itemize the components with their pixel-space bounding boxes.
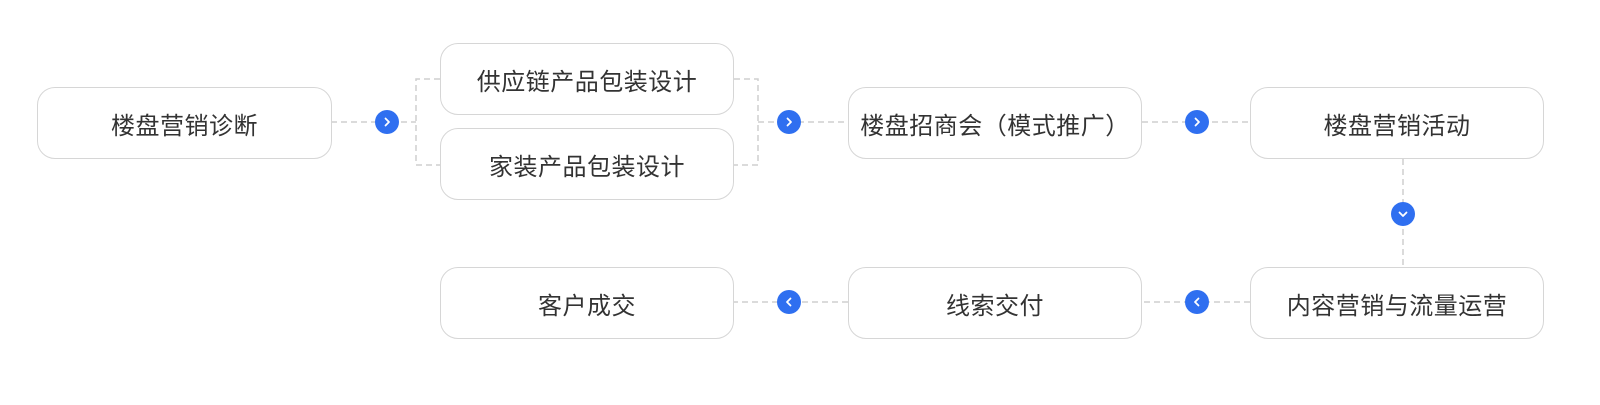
node-label: 线索交付 bbox=[946, 291, 1044, 320]
node-label: 客户成交 bbox=[538, 291, 636, 320]
node-supply-chain-design: 供应链产品包装设计 bbox=[440, 43, 734, 115]
node-customer-deal: 客户成交 bbox=[440, 267, 734, 339]
node-lead-delivery: 线索交付 bbox=[848, 267, 1142, 339]
node-label: 内容营销与流量运营 bbox=[1286, 291, 1508, 320]
node-label: 楼盘招商会（模式推广） bbox=[860, 111, 1130, 140]
node-marketing-activity: 楼盘营销活动 bbox=[1250, 87, 1544, 159]
chevron-right-icon bbox=[777, 110, 801, 134]
bracket-left bbox=[415, 78, 440, 166]
chevron-right-icon bbox=[375, 110, 399, 134]
node-label: 楼盘营销诊断 bbox=[111, 111, 258, 140]
node-label: 家装产品包装设计 bbox=[489, 152, 685, 181]
node-label: 楼盘营销活动 bbox=[1323, 111, 1471, 140]
node-label: 供应链产品包装设计 bbox=[476, 67, 698, 96]
chevron-left-icon bbox=[777, 290, 801, 314]
node-diagnosis: 楼盘营销诊断 bbox=[37, 87, 332, 159]
node-content-marketing: 内容营销与流量运营 bbox=[1250, 267, 1544, 339]
node-investment-meeting: 楼盘招商会（模式推广） bbox=[848, 87, 1142, 159]
chevron-left-icon bbox=[1185, 290, 1209, 314]
node-home-decor-design: 家装产品包装设计 bbox=[440, 128, 734, 200]
chevron-right-icon bbox=[1185, 110, 1209, 134]
bracket-right bbox=[734, 78, 759, 166]
chevron-down-icon bbox=[1391, 202, 1415, 226]
